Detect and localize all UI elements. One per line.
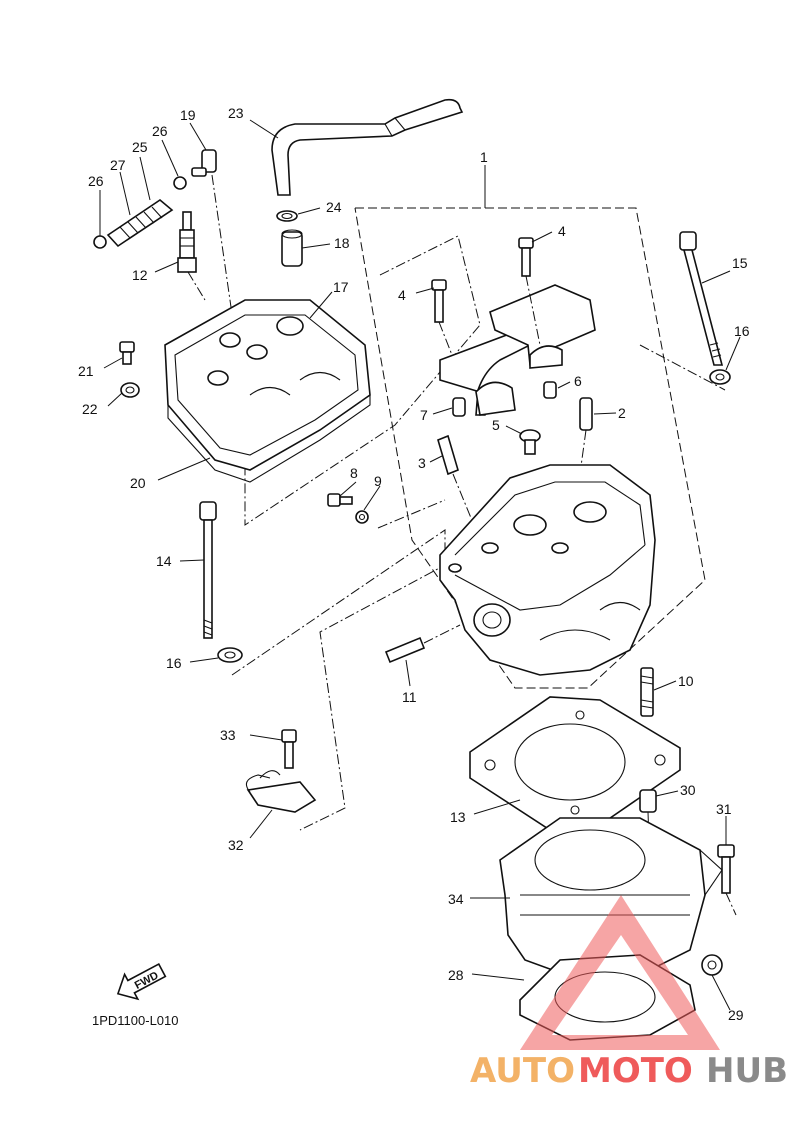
callout-20: 20 [130, 475, 146, 491]
spark-plug-part-12 [177, 211, 206, 301]
bolt-part-33 [281, 729, 297, 769]
callout-13: 13 [450, 809, 466, 825]
callout-32: 32 [228, 837, 244, 853]
fwd-label: FWD [133, 970, 161, 992]
callout-22: 22 [82, 401, 98, 417]
cylinder-head-part-1 [439, 464, 656, 676]
callout-34: 34 [448, 891, 464, 907]
washer-part-22 [120, 382, 140, 398]
callout-17: 17 [333, 279, 349, 295]
callout-33: 33 [220, 727, 236, 743]
callout-4-right: 4 [558, 223, 566, 239]
callout-19: 19 [180, 107, 196, 123]
callout-10: 10 [678, 673, 694, 689]
callout-9: 9 [374, 473, 382, 489]
callout-8: 8 [350, 465, 358, 481]
leader-lines [99, 119, 741, 1011]
callout-16-upper: 16 [734, 323, 750, 339]
callout-26-left: 26 [88, 173, 104, 189]
callout-numbers: 1 2 3 4 4 5 6 7 8 9 10 11 12 13 14 15 16… [78, 105, 750, 1023]
stud-bolt-part-15 [679, 231, 724, 366]
callout-31: 31 [716, 801, 732, 817]
callout-11: 11 [402, 689, 417, 705]
watermark-triangle-icon [520, 895, 720, 1050]
callout-12: 12 [132, 267, 148, 283]
fwd-arrow-icon: FWD [116, 963, 167, 1001]
callout-3: 3 [418, 455, 426, 471]
callout-15: 15 [732, 255, 748, 271]
callout-26-top: 26 [152, 123, 168, 139]
clip-part-26-a [93, 235, 107, 249]
clip-part-26-b [173, 176, 187, 190]
callout-2: 2 [618, 405, 626, 421]
joint-part-18 [281, 229, 303, 267]
callout-7: 7 [420, 407, 428, 423]
stud-bolt-part-10 [640, 667, 654, 717]
dowel-pin-part-7 [452, 397, 466, 417]
callout-30: 30 [680, 782, 696, 798]
head-gasket-part-13 [469, 696, 681, 831]
callout-24: 24 [326, 199, 342, 215]
callout-29: 29 [728, 1007, 744, 1023]
bolt-part-8 [327, 493, 353, 507]
bolt-part-4-right [518, 237, 541, 346]
camshaft-cap-right [489, 284, 596, 369]
callout-21: 21 [78, 363, 94, 379]
callout-4-left: 4 [398, 287, 406, 303]
breather-hose-part-23 [271, 98, 464, 196]
watermark-text-hub: HUB [706, 1051, 788, 1091]
bolt-part-21 [119, 341, 135, 365]
rubber-boot-part-25-27 [106, 199, 174, 248]
callout-5: 5 [492, 417, 500, 433]
callout-1: 1 [480, 149, 488, 165]
callout-28: 28 [448, 967, 464, 983]
camshaft-cap-left [439, 329, 532, 416]
stud-bolt-part-11 [384, 624, 461, 664]
cylinder-part-34 [499, 817, 723, 981]
callout-25: 25 [132, 139, 148, 155]
washer-part-16-lower [217, 647, 243, 663]
watermark-logo: AUTO MOTO HUB [470, 895, 788, 1091]
cylinder-head-cover-part-20 [164, 299, 371, 483]
callout-23: 23 [228, 105, 244, 121]
diagram-code: 1PD1100-L010 [92, 1013, 179, 1028]
bolt-part-31 [717, 844, 737, 916]
washer-part-16-upper [709, 369, 731, 385]
washer-part-9 [355, 510, 369, 524]
watermark-text-auto: AUTO [470, 1051, 575, 1091]
bolt-part-5 [519, 429, 541, 455]
callout-6: 6 [574, 373, 582, 389]
assembly-boundary-lines [231, 165, 726, 831]
clamp-part-32 [245, 770, 317, 813]
dowel-pin-part-6 [543, 381, 557, 399]
bolt-part-4-left [431, 279, 453, 356]
callout-16-lower: 16 [166, 655, 182, 671]
clip-part-24 [276, 210, 298, 222]
callout-14: 14 [156, 553, 172, 569]
callout-18: 18 [334, 235, 350, 251]
callout-27: 27 [110, 157, 126, 173]
connector-part-19 [191, 149, 236, 336]
stud-bolt-part-14 [199, 501, 217, 639]
nut-part-29 [701, 954, 723, 976]
watermark-text-moto: MOTO [578, 1051, 693, 1091]
